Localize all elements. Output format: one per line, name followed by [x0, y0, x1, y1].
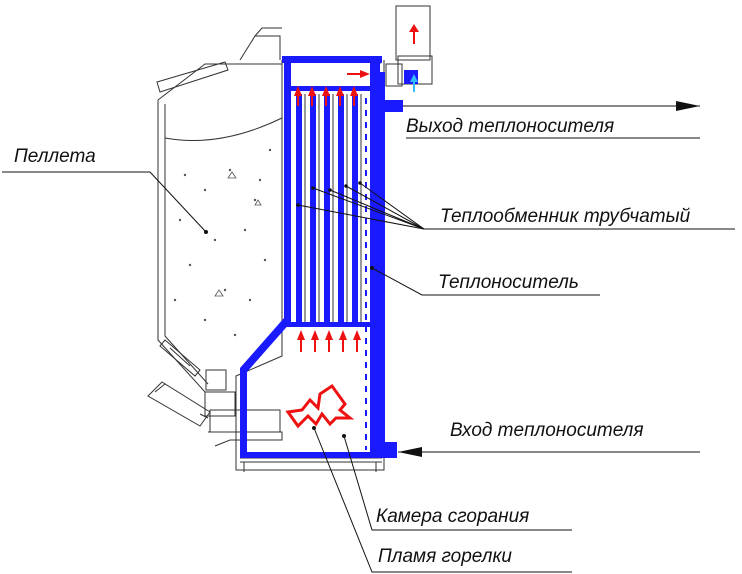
label-burner-flame: Пламя горелки: [378, 546, 512, 567]
burner-feeder: [147, 339, 283, 447]
flue-gas-arrows: [294, 70, 370, 352]
label-coolant-inlet: Вход теплоносителя: [450, 420, 644, 441]
leader-lines: [2, 101, 735, 573]
pellet-hopper: [156, 27, 283, 393]
label-combustion-chamber: Камера сгорания: [376, 506, 529, 527]
label-coolant-outlet: Выход теплоносителя: [406, 116, 614, 137]
exhaust-fan-box: [385, 5, 433, 92]
label-coolant: Теплоноситель: [438, 272, 579, 293]
burner-flame-symbol: [285, 383, 355, 429]
label-tube-heat-exchanger: Теплообменник трубчатый: [440, 206, 691, 227]
label-pellet: Пеллета: [14, 146, 96, 167]
pellet-granules: [173, 148, 272, 337]
